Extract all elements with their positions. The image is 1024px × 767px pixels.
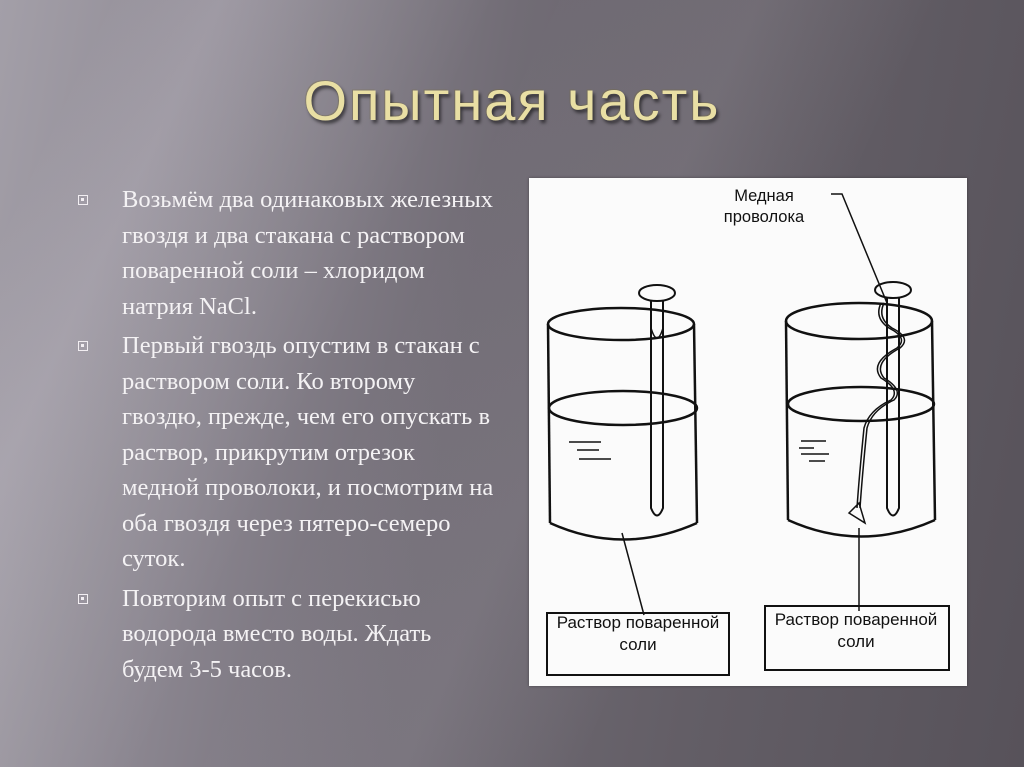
bullet-text: Возьмём два одинаковых железных гвоздя и… xyxy=(122,186,493,320)
bullet-item: Возьмём два одинаковых железных гвоздя и… xyxy=(76,182,496,324)
right-beaker-icon xyxy=(784,301,937,538)
left-beaker-icon xyxy=(546,306,699,541)
right-solution-label: Раствор поваренной соли xyxy=(774,610,938,651)
left-label-box xyxy=(546,612,730,676)
bullet-item: Повторим опыт с перекисью водорода вмест… xyxy=(76,581,496,688)
beakers-drawing xyxy=(546,193,950,676)
left-nail-icon xyxy=(638,284,676,517)
experiment-diagram: Медная проволока Раствор поваренной соли… xyxy=(529,178,967,686)
bullet-text: Повторим опыт с перекисью водорода вмест… xyxy=(122,584,432,683)
left-solution-label: Раствор поваренной соли xyxy=(556,613,720,654)
bullet-text: Первый гвоздь опустим в стакан с раствор… xyxy=(122,332,494,572)
bullet-item: Первый гвоздь опустим в стакан с раствор… xyxy=(76,328,496,577)
square-bullet-icon xyxy=(78,341,88,351)
square-bullet-icon xyxy=(78,195,88,205)
copper-wire-label: Медная проволока xyxy=(723,187,805,226)
square-bullet-icon xyxy=(78,593,88,604)
copper-wire-icon xyxy=(847,302,906,525)
slide-title: Опытная часть xyxy=(303,69,721,132)
bullet-list: Возьмём два одинаковых железных гвоздя и… xyxy=(76,182,496,691)
right-label-box xyxy=(764,605,950,671)
